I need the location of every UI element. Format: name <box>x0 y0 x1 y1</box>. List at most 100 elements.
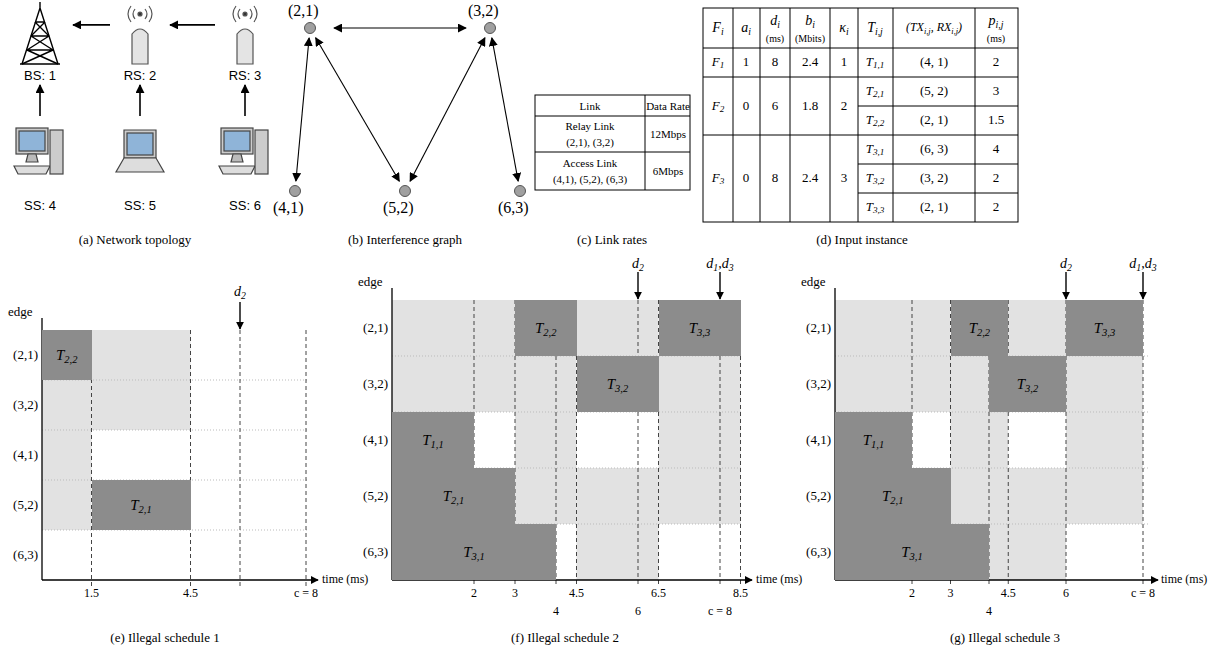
deadline-arrow <box>1142 272 1143 299</box>
node-label: T2,2 <box>969 320 990 337</box>
interference-shade <box>989 468 1066 524</box>
interference-shade <box>951 412 1009 468</box>
label: (g) Illegal schedule 3 <box>950 631 1060 645</box>
laptop-icon <box>116 130 164 172</box>
computer-icon <box>26 154 38 162</box>
label: c = 8 <box>294 587 318 600</box>
label: (6,3) <box>806 545 831 559</box>
label: 2 <box>993 200 1000 214</box>
label: (3,2) <box>363 377 388 391</box>
node-label: T2,2 <box>56 347 77 364</box>
vertex-dot <box>484 22 496 34</box>
label: (5, 2) <box>920 84 948 98</box>
node-label: T3,2 <box>1017 376 1038 393</box>
relay-antenna-icon <box>237 29 253 64</box>
interference-shade <box>92 330 191 380</box>
node-label: T2,2 <box>535 320 556 337</box>
interference-shade <box>1066 356 1143 412</box>
label: 8 <box>772 55 779 69</box>
label: 6 <box>772 99 779 113</box>
interference-shade <box>577 300 659 356</box>
interference-shade <box>989 524 1066 580</box>
connector-arrow <box>492 38 518 181</box>
node-label: RS: 2 <box>112 68 168 83</box>
label: 4.5 <box>183 587 198 600</box>
connector-arrow <box>296 38 309 181</box>
interference-shade <box>515 356 577 412</box>
node-label: SS: 6 <box>214 198 276 213</box>
interference-shade <box>42 430 92 480</box>
label: (b) Interference graph <box>348 233 462 247</box>
node-label: RS: 3 <box>217 68 273 83</box>
interference-shade <box>659 412 741 468</box>
label: d1,d3 <box>1129 256 1156 271</box>
schedule-chart <box>392 272 752 586</box>
label: ai <box>741 20 751 35</box>
interference-shade <box>659 468 741 524</box>
computer-icon <box>14 166 50 174</box>
connector-arrow <box>334 27 466 28</box>
label: 6.5 <box>651 587 666 600</box>
connector-arrow <box>73 24 110 26</box>
label: (4,1) <box>806 433 831 447</box>
label: F1 <box>712 55 725 69</box>
interference-shade <box>42 480 92 530</box>
deadline-arrow <box>1065 272 1066 299</box>
axis <box>42 579 318 580</box>
label: 4.5 <box>569 587 584 600</box>
label: T2,1 <box>866 84 885 98</box>
label: (5,2) <box>806 489 831 503</box>
label: 8.5 <box>733 587 748 600</box>
label: 8 <box>772 171 779 185</box>
label: (3, 2) <box>920 171 948 185</box>
relay-antenna-icon <box>243 12 247 16</box>
deadline-arrow <box>637 272 638 299</box>
node-label: T2,1 <box>130 497 151 514</box>
label: (3,2) <box>806 377 831 391</box>
label: 0 <box>743 99 750 113</box>
node-label: T3,3 <box>1094 320 1115 337</box>
relay-antenna-icon <box>132 29 148 64</box>
network-station: SS: 6 <box>214 118 276 213</box>
label: pi,j <box>989 13 1004 28</box>
label: time (ms) <box>1161 573 1207 586</box>
tower-icon <box>22 22 58 64</box>
vertex-dot <box>399 185 411 197</box>
table-lines <box>703 8 1018 222</box>
node-label: (3,2) <box>468 2 512 20</box>
label: F2 <box>712 99 725 113</box>
node-label: T3,2 <box>607 376 628 393</box>
time-gridline <box>190 330 191 586</box>
label: (4,1), (5,2), (6,3) <box>553 173 627 185</box>
label: time (ms) <box>322 573 368 586</box>
connector-arrow <box>316 38 400 182</box>
network-station: SS: 4 <box>9 118 71 213</box>
label: 6Mbps <box>653 165 684 177</box>
task-block: T3,2 <box>577 356 659 412</box>
label: 2.4 <box>802 55 818 69</box>
laptop-icon <box>127 133 153 155</box>
relay-antenna-icon <box>138 12 142 16</box>
vertex-dot <box>514 185 526 197</box>
interference-shade <box>42 380 92 430</box>
network-station: RS: 2 <box>112 0 168 83</box>
computer-icon <box>224 131 250 151</box>
graph-vertex: (3,2) <box>468 2 512 36</box>
task-block: T2,2 <box>515 300 577 356</box>
interference-shade <box>577 468 659 524</box>
label: Fi <box>712 20 723 35</box>
label: 6 <box>1063 587 1069 600</box>
task-block: T1,1 <box>392 412 474 468</box>
interference-shade <box>659 356 741 412</box>
node-label: SS: 4 <box>9 198 71 213</box>
node-label: (5,2) <box>383 199 427 217</box>
label: (2,1) <box>363 321 388 335</box>
vertex-dot <box>304 22 316 34</box>
label: (5,2) <box>363 489 388 503</box>
label: F3 <box>712 171 725 185</box>
label: 3 <box>993 84 1000 98</box>
node-label: (6,3) <box>498 199 542 217</box>
node-label: T2,1 <box>882 488 903 505</box>
node-label: T1,1 <box>863 432 884 449</box>
